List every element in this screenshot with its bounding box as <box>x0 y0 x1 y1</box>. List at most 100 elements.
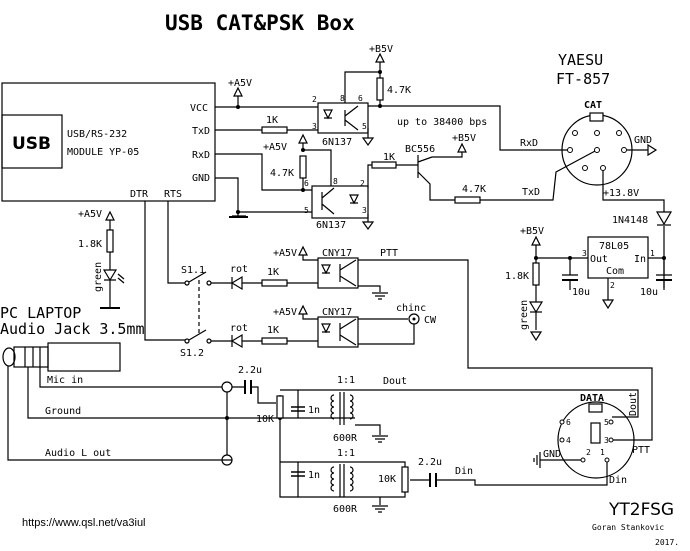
supply-label: +A5V <box>273 248 297 259</box>
audio-section: 2.2u 10K 1n 1n 1:1 1:1 600R 600R 10K 2.2… <box>221 365 639 515</box>
resistor-label: 1K <box>267 267 279 278</box>
usb-module: USB USB/RS-232 MODULE YP-05 VCC TxD RxD … <box>1 82 216 202</box>
supply-label: +B5V <box>452 133 476 144</box>
resistor-label: 1K <box>266 115 278 126</box>
usb-label: USB <box>12 134 51 154</box>
ptt-label: PTT <box>380 248 398 259</box>
chinc-label: chinc <box>396 303 426 314</box>
opto-label: 6N137 <box>316 220 346 231</box>
baud-note: up to 38400 bps <box>397 117 487 128</box>
pin-num: 3 <box>312 122 317 131</box>
mic-label: Mic in <box>47 375 83 386</box>
data-din-label: Din <box>609 475 627 486</box>
reg-in: In <box>634 254 646 265</box>
led-label: rot <box>230 264 248 275</box>
cap-label: 1n <box>308 405 320 416</box>
pin-rxd: RxD <box>192 150 210 161</box>
resistor-label: 1K <box>383 152 395 163</box>
reg-com: Com <box>606 266 624 277</box>
cw-label: CW <box>424 315 437 326</box>
pin-num: 2 <box>610 281 615 290</box>
pot-label: 10K <box>256 414 274 425</box>
cap-label: 1n <box>308 470 320 481</box>
supply-label: +B5V <box>369 44 393 55</box>
resistor-label: 1.8K <box>505 271 529 282</box>
pin-rts: RTS <box>164 189 182 200</box>
resistor-label: 4.7K <box>270 168 294 179</box>
opto-label: CNY17 <box>322 307 352 318</box>
resistor-label: 1.8K <box>78 239 102 250</box>
year: 2017. <box>655 538 679 547</box>
cat-connector: YAESU FT-857 CAT GND +13.8V 1N4148 <box>556 51 673 288</box>
transistor-label: BC556 <box>405 144 435 155</box>
pin-num: 8 <box>340 94 345 103</box>
opto-label: CNY17 <box>322 248 352 259</box>
source-url: https://www.qsl.net/va3iul <box>22 517 146 529</box>
txd-label: TxD <box>522 187 540 198</box>
radio-brand: YAESU <box>558 51 603 69</box>
audio-jack: PC LAPTOP Audio Jack 3.5mm Mic in Ground… <box>0 304 222 461</box>
pin-txd: TxD <box>192 126 210 137</box>
radio-model: FT-857 <box>556 70 610 88</box>
imp-label: 600R <box>333 504 358 515</box>
pin-dtr: DTR <box>130 189 149 200</box>
pot-label: 10K <box>378 474 396 485</box>
supply-label: +B5V <box>520 226 544 237</box>
pin-num: 6 <box>566 418 571 427</box>
module-line2: MODULE YP-05 <box>67 147 139 158</box>
supply-label: +A5V <box>228 78 252 89</box>
data-dout-label: Dout <box>628 392 639 416</box>
resistor-label: 4.7K <box>462 184 486 195</box>
laptop-label: PC LAPTOP <box>0 304 81 322</box>
pin-num: 1 <box>600 448 605 457</box>
cat-gnd-label: GND <box>634 135 652 146</box>
data-gnd-label: GND <box>543 449 561 460</box>
resistor-label: 4.7K <box>387 85 411 96</box>
pin-num: 3 <box>604 436 609 445</box>
led-label: rot <box>230 323 248 334</box>
imp-label: 600R <box>333 433 358 444</box>
supply-label: +A5V <box>273 307 297 318</box>
led-label: green <box>519 300 530 330</box>
callsign: YT2FSG <box>608 500 674 520</box>
dout-label: Dout <box>383 376 407 387</box>
rxd-path: +A5V 4.7K 6 8 5 2 3 6N137 1K BC556 +B5V … <box>215 133 598 231</box>
cap-label: 2.2u <box>238 365 262 376</box>
cap-label: 10u <box>572 287 590 298</box>
reg-label: 78L05 <box>599 241 629 252</box>
cap-label: 10u <box>640 287 658 298</box>
author: Goran Stankovic <box>592 523 664 532</box>
cat-label: CAT <box>584 100 602 111</box>
pin-vcc: VCC <box>190 103 208 114</box>
din-label: Din <box>455 466 473 477</box>
regulator: 78L05 Out In Com 3 1 2 10u 10u +B5V 1.8K… <box>505 226 672 342</box>
pin-num: 1 <box>650 249 655 258</box>
pin-num: 4 <box>566 436 571 445</box>
resistor-label: 1K <box>267 325 279 336</box>
pin-num: 2 <box>360 179 365 188</box>
ratio-label: 1:1 <box>337 448 355 459</box>
data-ptt-label: PTT <box>632 445 650 456</box>
diode-label: 1N4148 <box>612 215 648 226</box>
pin-num: 2 <box>312 95 317 104</box>
pin-num: 5 <box>362 122 367 131</box>
pin-num: 3 <box>582 249 587 258</box>
led-label: green <box>93 262 104 292</box>
cap-label: 2.2u <box>418 457 442 468</box>
title: USB CAT&PSK Box <box>165 11 355 35</box>
pin-num: 5 <box>304 206 309 215</box>
power-led: +A5V 1.8K green <box>78 209 125 309</box>
supply-label: +A5V <box>263 142 287 153</box>
pin-gnd: GND <box>192 173 210 184</box>
pin-num: 3 <box>362 206 367 215</box>
pin-num: 2 <box>586 448 591 457</box>
opto-label: 6N137 <box>322 137 352 148</box>
pin-num: 6 <box>358 94 363 103</box>
reg-out: Out <box>590 254 608 265</box>
txd-path: +A5V 1K 2 3 8 6 5 6N137 +B5V 4.7K up to … <box>215 44 570 151</box>
ptt-cw-section: S1.1 S1.2 rot rot 1K 1K CNY17 CNY17 +A5V… <box>144 201 653 441</box>
switch-label: S1.2 <box>180 348 204 359</box>
supply-label: +A5V <box>78 209 102 220</box>
data-label: DATA <box>580 393 604 404</box>
